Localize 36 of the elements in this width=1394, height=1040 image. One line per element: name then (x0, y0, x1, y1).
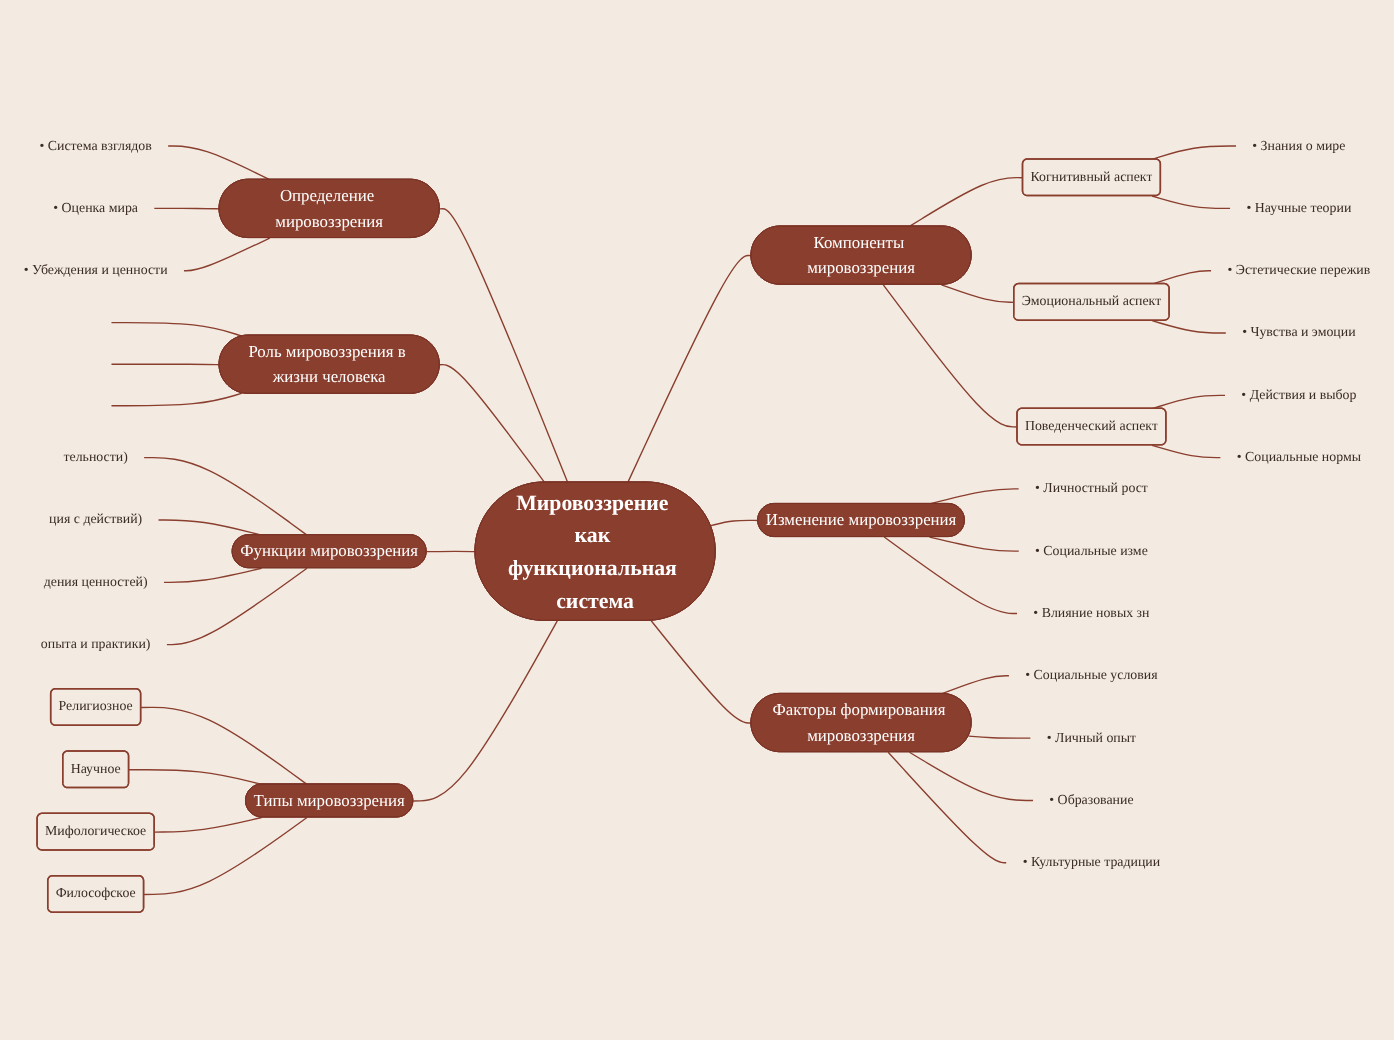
connector (650, 620, 753, 724)
connector (153, 207, 221, 210)
connector (1151, 319, 1227, 334)
connector (110, 392, 243, 407)
connector (908, 751, 1035, 802)
connector (182, 237, 271, 272)
connector (883, 536, 1019, 615)
connector (928, 536, 1020, 552)
connector (439, 208, 569, 484)
connector (1151, 270, 1213, 285)
connector (426, 550, 477, 553)
connector (940, 284, 1015, 304)
connector (166, 145, 271, 181)
connector (128, 768, 263, 786)
connector (142, 457, 308, 536)
connector (1151, 195, 1232, 210)
connector (165, 567, 308, 646)
connector (412, 620, 558, 802)
connector (710, 519, 759, 527)
connector (967, 735, 1032, 739)
connector (140, 706, 308, 786)
connector (1151, 145, 1238, 161)
connector (908, 176, 1024, 228)
connector (1151, 394, 1227, 410)
connector (882, 284, 1019, 428)
connector (1151, 444, 1222, 459)
connector (162, 567, 263, 583)
connector (627, 254, 753, 484)
connector (887, 751, 1008, 864)
connector (110, 363, 221, 366)
connector (928, 488, 1020, 505)
connector (940, 675, 1011, 695)
connector (154, 816, 263, 833)
connector (110, 321, 243, 337)
connector (143, 816, 308, 896)
connector (439, 363, 546, 484)
